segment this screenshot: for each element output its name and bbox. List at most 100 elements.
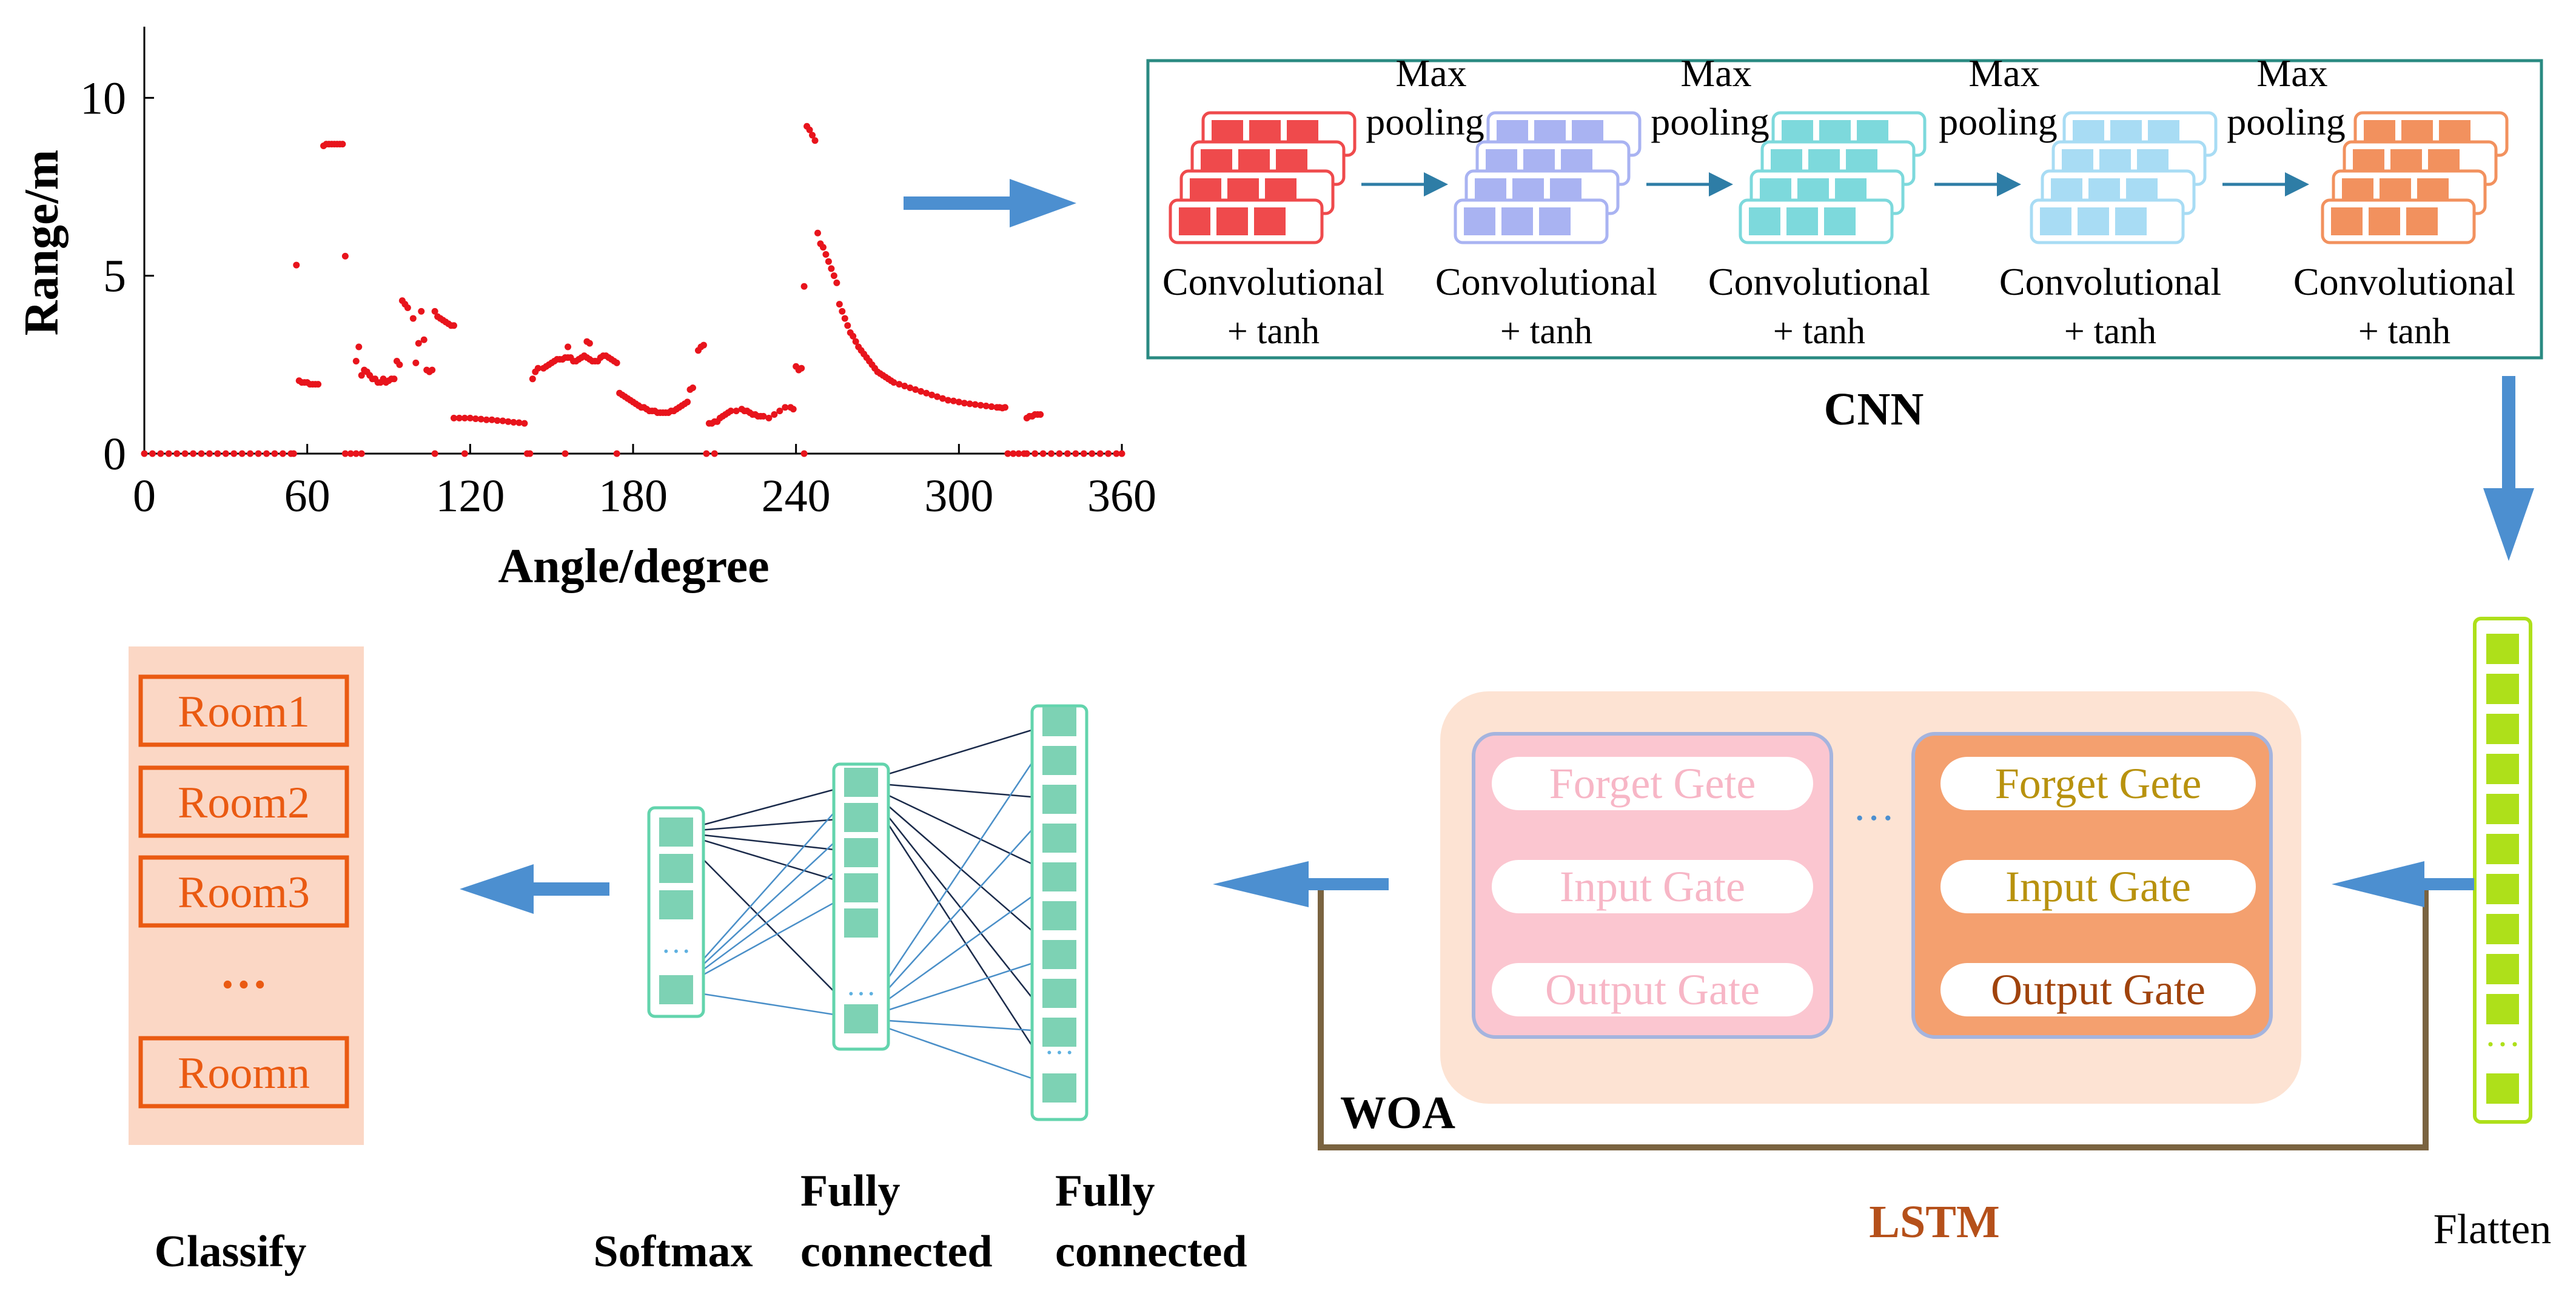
- room-box-2: [138, 765, 349, 838]
- nn-edge: [860, 782, 1060, 1033]
- data-point: [844, 322, 851, 329]
- data-point: [461, 414, 468, 421]
- fc2-ellipsis: ···: [1044, 1035, 1075, 1069]
- neuron: [1042, 785, 1076, 814]
- data-point: [944, 397, 951, 404]
- neuron: [844, 1004, 878, 1033]
- nn-edge: [860, 720, 1060, 784]
- data-point: [825, 258, 832, 265]
- data-point: [901, 383, 908, 390]
- feature-cell: [1464, 207, 1495, 235]
- data-point: [461, 450, 468, 457]
- data-point: [1080, 450, 1087, 457]
- data-point: [565, 343, 572, 351]
- data-point: [830, 272, 837, 280]
- neuron: [659, 890, 693, 919]
- data-point: [1031, 450, 1039, 457]
- data-point: [222, 450, 229, 457]
- feature-cell: [1501, 207, 1533, 235]
- flatten-cell: [2486, 714, 2519, 744]
- neuron: [844, 768, 878, 797]
- x-tick-label: 180: [599, 471, 668, 522]
- data-point: [355, 343, 363, 351]
- neuron: [844, 908, 878, 938]
- data-point: [396, 361, 403, 368]
- cell-2-input-gate-label: Input Gate: [2005, 862, 2191, 911]
- cell-1-forget-gate-label: Forget Gete: [1549, 759, 1756, 808]
- cell-1-forget-gate: [1492, 757, 1813, 810]
- data-point: [339, 141, 346, 148]
- feature-cell: [1539, 207, 1571, 235]
- data-point: [790, 406, 797, 413]
- data-point: [586, 340, 593, 347]
- data-point: [939, 395, 946, 402]
- room-ellipsis: ···: [220, 958, 268, 1012]
- data-point: [841, 315, 848, 322]
- data-point: [455, 414, 463, 421]
- data-point: [890, 379, 897, 386]
- data-point: [811, 137, 819, 144]
- data-point: [420, 336, 428, 343]
- tanh-label: + tanh: [1500, 311, 1592, 351]
- data-point: [733, 408, 740, 415]
- data-point: [703, 450, 710, 457]
- data-point: [852, 338, 859, 345]
- cnn-title: CNN: [1824, 384, 1924, 435]
- y-axis-label: Range/m: [15, 150, 69, 336]
- data-point: [896, 381, 903, 388]
- x-tick-label: 120: [435, 471, 505, 522]
- data-point: [1088, 450, 1096, 457]
- cnn-stage-1: Convolutional+ tanh: [1162, 111, 1384, 351]
- classify-section: Room1 Room2 Room3 ··· Roomn Classify: [129, 646, 364, 1277]
- pooling-label: pooling: [1651, 100, 1769, 143]
- data-point: [839, 307, 846, 315]
- data-point: [814, 229, 821, 237]
- data-point: [1072, 450, 1079, 457]
- nn-edge: [676, 781, 862, 833]
- data-point: [418, 307, 425, 315]
- woa-feedback-loop: WOA: [1318, 882, 2429, 1150]
- data-point: [230, 450, 238, 457]
- cnn-stage-2: Convolutional + tanh: [1435, 111, 1657, 351]
- fc1-ellipsis: ···: [846, 976, 876, 1010]
- data-point: [776, 408, 783, 415]
- y-tick-label: 10: [80, 73, 126, 124]
- arrow-to-classify: [460, 864, 609, 914]
- data-point: [1096, 450, 1104, 457]
- data-point: [358, 372, 365, 379]
- neuron: [844, 838, 878, 867]
- data-point: [684, 398, 691, 406]
- conv-label: Convolutional: [1999, 260, 2221, 303]
- neuron: [1042, 824, 1076, 853]
- data-point: [828, 265, 835, 272]
- flatten-cell: [2486, 1073, 2519, 1104]
- neuron: [1042, 707, 1076, 736]
- data-point: [923, 389, 930, 397]
- feature-cell: [1824, 207, 1856, 235]
- room-label-3: Room3: [178, 868, 310, 918]
- data-point: [198, 450, 205, 457]
- data-point: [358, 450, 365, 457]
- data-point: [1048, 450, 1055, 457]
- data-point: [562, 450, 569, 457]
- arrow-cnn-to-flatten: [2483, 376, 2534, 561]
- nn-connections: [676, 720, 1061, 1089]
- x-tick-label: 300: [924, 471, 993, 522]
- data-point: [971, 401, 979, 408]
- cell-2-output-gate-label: Output Gate: [1991, 965, 2205, 1014]
- data-point: [206, 450, 213, 457]
- lstm-section: Forget Gete Input Gate Output Gate Forge…: [1440, 691, 2301, 1247]
- conv-label: Convolutional: [1435, 260, 1657, 303]
- arrow-flatten-to-lstm: [2332, 861, 2474, 907]
- neuron: [1042, 862, 1076, 891]
- data-point: [689, 384, 697, 391]
- conv-label: Convolutional: [2293, 260, 2515, 303]
- flatten-cell: [2486, 794, 2519, 824]
- data-points: [141, 123, 1125, 457]
- cell-2-input-gate: [1940, 860, 2256, 913]
- data-point: [988, 403, 995, 411]
- nn-edge: [860, 876, 1060, 1020]
- cnn-frame: [1146, 59, 2543, 360]
